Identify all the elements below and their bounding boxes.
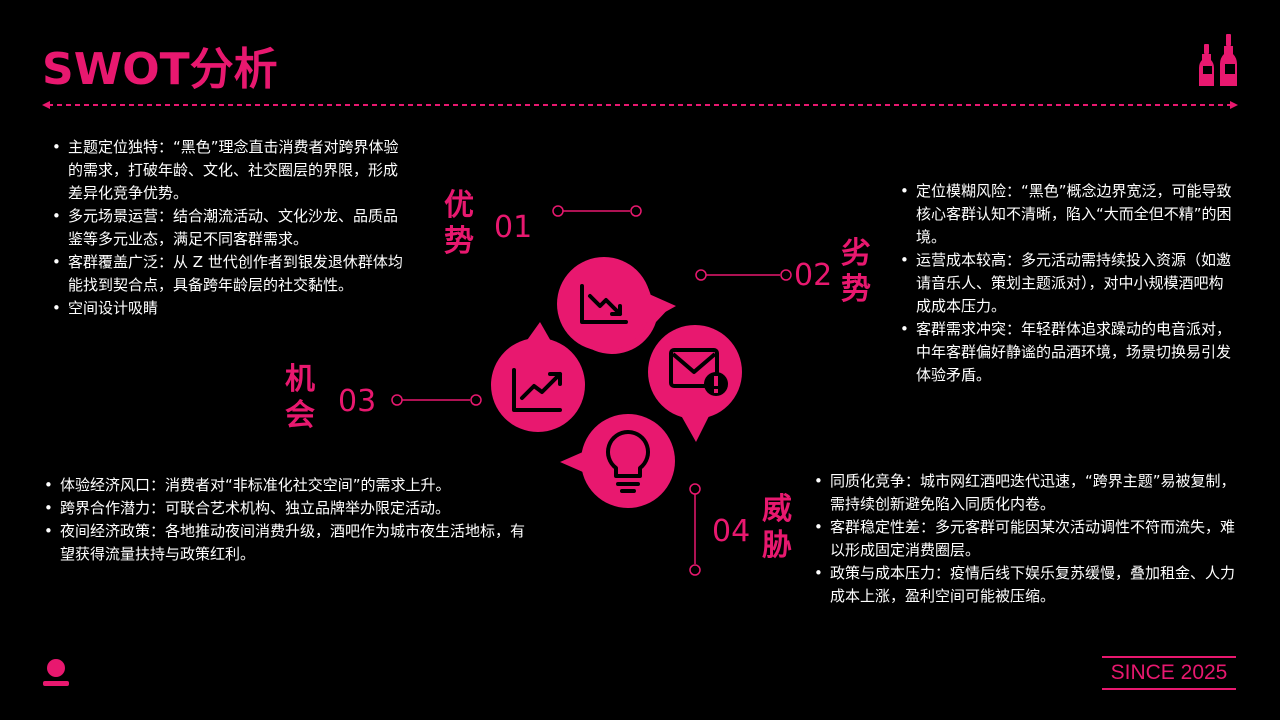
threats-bubble — [560, 414, 675, 508]
strengths-bubble — [557, 257, 676, 354]
weaknesses-label-char-1: 劣 — [841, 236, 871, 271]
connector-threats — [689, 483, 701, 576]
strengths-label-char-1: 优 — [444, 188, 474, 223]
weaknesses-list: 定位模糊风险：“黑色”概念边界宽泛，可能导致核心客群认知不清晰，陷入“大而全但不… — [898, 180, 1238, 387]
since-badge: SINCE 2025 — [1102, 656, 1236, 690]
opportunities-number: 03 — [338, 384, 377, 419]
list-item: 运营成本较高：多元活动需持续投入资源（如邀请音乐人、策划主题派对），对中小规模酒… — [898, 249, 1238, 318]
list-item: 空间设计吸睛 — [50, 297, 406, 320]
threats-label: 威 胁 — [762, 492, 792, 564]
connector-opportunities — [391, 394, 482, 406]
weaknesses-label: 劣 势 — [841, 236, 871, 308]
list-item: 主题定位独特：“黑色”理念直击消费者对跨界体验的需求，打破年龄、文化、社交圈层的… — [50, 136, 406, 205]
opportunities-label-char-1: 机 — [285, 362, 315, 397]
list-item: 政策与成本压力：疫情后线下娱乐复苏缓慢，叠加租金、人力成本上涨，盈利空间可能被压… — [812, 562, 1240, 608]
threats-label-char-1: 威 — [762, 492, 792, 527]
list-item: 定位模糊风险：“黑色”概念边界宽泛，可能导致核心客群认知不清晰，陷入“大而全但不… — [898, 180, 1238, 249]
list-item: 体验经济风口：消费者对“非标准化社交空间”的需求上升。 — [42, 474, 526, 497]
threats-list: 同质化竞争：城市网红酒吧迭代迅速，“跨界主题”易被复制，需持续创新避免陷入同质化… — [812, 470, 1240, 608]
weaknesses-label-char-2: 势 — [841, 272, 871, 307]
chart-down-icon — [580, 284, 628, 324]
title-divider — [42, 101, 1238, 109]
bottle-icon — [1199, 34, 1237, 86]
threats-label-char-2: 胁 — [762, 528, 792, 563]
list-item: 同质化竞争：城市网红酒吧迭代迅速，“跨界主题”易被复制，需持续创新避免陷入同质化… — [812, 470, 1240, 516]
list-item: 客群稳定性差：多元客群可能因某次活动调性不符而流失，难以形成固定消费圈层。 — [812, 516, 1240, 562]
mail-alert-icon — [669, 348, 728, 396]
dot-badge-icon — [43, 659, 69, 686]
strengths-list: 主题定位独特：“黑色”理念直击消费者对跨界体验的需求，打破年龄、文化、社交圈层的… — [50, 136, 406, 320]
list-item: 多元场景运营：结合潮流活动、文化沙龙、品质品鉴等多元业态，满足不同客群需求。 — [50, 205, 406, 251]
connector-strengths — [552, 205, 642, 217]
opportunities-label-char-2: 会 — [285, 398, 315, 433]
opportunities-bubble — [491, 322, 585, 432]
weaknesses-bubble — [648, 325, 742, 442]
list-item: 跨界合作潜力：可联合艺术机构、独立品牌举办限定活动。 — [42, 497, 526, 520]
strengths-label: 优 势 — [444, 188, 474, 260]
strengths-label-char-2: 势 — [444, 224, 474, 259]
list-item: 客群需求冲突：年轻群体追求躁动的电音派对，中年客群偏好静谧的品酒环境，场景切换易… — [898, 318, 1238, 387]
threats-number: 04 — [712, 514, 751, 549]
weaknesses-number: 02 — [794, 258, 833, 293]
list-item: 夜间经济政策：各地推动夜间消费升级，酒吧作为城市夜生活地标，有望获得流量扶持与政… — [42, 520, 526, 566]
strengths-number: 01 — [494, 210, 533, 245]
connector-weaknesses — [695, 269, 792, 281]
opportunities-list: 体验经济风口：消费者对“非标准化社交空间”的需求上升。 跨界合作潜力：可联合艺术… — [42, 474, 526, 566]
lightbulb-icon — [606, 430, 650, 493]
chart-up-icon — [512, 368, 562, 412]
opportunities-label: 机 会 — [285, 362, 315, 434]
page-title: SWOT分析 — [42, 44, 278, 95]
list-item: 客群覆盖广泛：从 Z 世代创作者到银发退休群体均能找到契合点，具备跨年龄层的社交… — [50, 251, 406, 297]
